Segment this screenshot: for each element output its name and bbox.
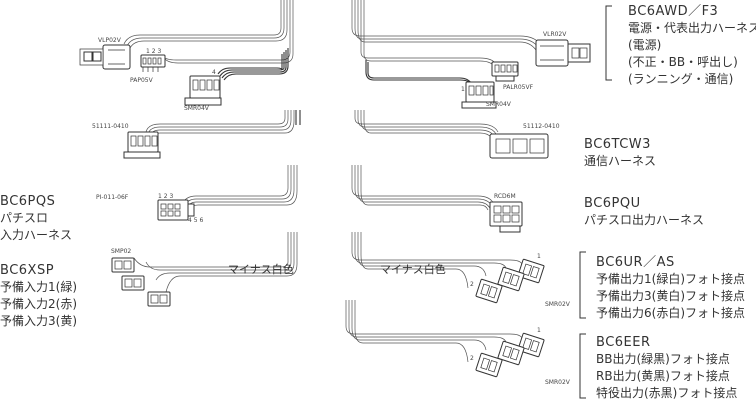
harness-eer-title: BC6EER [596, 335, 651, 350]
connector-smp02-2 [121, 275, 145, 291]
harness-pqs-line-2: 入力ハーネス [0, 228, 73, 242]
harness-eer-wires [345, 300, 523, 363]
connector-smr02v-eer-3 [475, 352, 503, 378]
harness-uras-line-2: 予備出力3(黄白)フォト接点 [596, 289, 745, 303]
connector-vlp02v [79, 44, 131, 70]
label-pap05v: PAP05V [130, 77, 154, 84]
connector-51111-0410 [123, 131, 161, 159]
bracket-uras [579, 251, 586, 319]
harness-xsp-wires [133, 232, 298, 293]
harness-awd-line-2: (電源) [628, 38, 662, 52]
label-pi-011-06f: PI-011-06F [96, 194, 129, 201]
pin-mark-smr04v-right: 1 [461, 86, 465, 93]
label-51111-0410: 51111-0410 [92, 123, 129, 130]
label-harness-awd: BC6AWD／F3 電源・代表出力ハーネス (電源) (不正・BB・呼出し) (… [628, 3, 756, 88]
harness-uras-line-3: 予備出力6(赤白)フォト接点 [596, 306, 745, 320]
label-palr05vf: PALR05VF [503, 84, 534, 91]
bracket-eer [579, 333, 586, 399]
harness-eer-line-2: RB出力(黄黒)フォト接点 [596, 369, 730, 383]
connector-smr02v-ur-2 [497, 266, 525, 292]
label-vlp02v: VLP02V [98, 37, 122, 44]
harness-pqs-wires [181, 165, 298, 211]
label-harness-pqu: BC6PQU パチスロ出力ハーネス [584, 195, 704, 229]
connector-pap05v [140, 54, 166, 72]
label-smr04v-right: SMR04V [486, 101, 512, 108]
label-rcd6m: RCD6M [494, 193, 516, 200]
label-harness-xsp: BC6XSP 予備入力1(緑) 予備入力2(赤) 予備入力3(黄) [0, 262, 77, 330]
label-minus-right: マイナス白色 [380, 262, 446, 276]
connector-smr02v-eer-2 [497, 340, 525, 366]
label-smp02: SMP02 [111, 248, 131, 255]
harness-uras-title: BC6UR／AS [596, 255, 675, 270]
pin-mark-pi-011-06f-bottom: 4 5 6 [188, 217, 203, 224]
harness-uras-wires [351, 232, 523, 289]
harness-awd-line-1: 電源・代表出力ハーネス [628, 21, 756, 35]
label-smr04v-left: SMR04V [184, 105, 210, 112]
connector-palr05vf [491, 61, 519, 82]
pin-mark-eer-two: 2 [470, 355, 474, 362]
harness-pqu-title: BC6PQU [584, 196, 641, 211]
harness-awd-right-wires [351, 0, 541, 87]
harness-awd-title: BC6AWD／F3 [628, 4, 719, 19]
harness-xsp-line-1: 予備入力1(緑) [0, 280, 77, 294]
harness-pqs-title: BC6PQS [0, 194, 56, 209]
harness-tcw3-line-1: 通信ハーネス [584, 154, 657, 168]
connector-smp02-3 [147, 291, 171, 307]
connector-pi-011-06f [157, 199, 195, 221]
pin-mark-pi-011-06f-top: 1 2 3 [158, 193, 173, 200]
connector-51112-0410 [489, 133, 549, 159]
label-harness-eer: BC6EER BB出力(緑黒)フォト接点 RB出力(黄黒)フォト接点 特役出力(… [596, 334, 737, 402]
bracket-awd [605, 5, 612, 81]
connector-smr04v-left [184, 75, 222, 106]
label-smr02v-ur: SMR02V [545, 301, 571, 308]
harness-tcw3-wires [145, 110, 499, 139]
harness-awd-left-wires [123, 0, 294, 81]
connector-smr02v-ur-3 [475, 278, 503, 304]
label-harness-pqs: BC6PQS パチスロ 入力ハーネス [0, 193, 72, 244]
label-harness-uras: BC6UR／AS 予備出力1(緑白)フォト接点 予備出力3(黄白)フォト接点 予… [596, 254, 745, 322]
connector-vlr02v [535, 39, 591, 67]
connector-smr02v-ur-1 [517, 258, 545, 284]
harness-uras-line-1: 予備出力1(緑白)フォト接点 [596, 272, 745, 286]
connector-rcd6m [489, 201, 523, 233]
connector-smr02v-eer-1 [517, 332, 545, 358]
pin-mark-eer-one: 1 [537, 327, 541, 334]
harness-pqs-line-1: パチスロ [0, 211, 49, 225]
pin-mark-smr04v-left: 4 [212, 69, 216, 76]
label-vlr02v: VLR02V [543, 31, 567, 38]
label-harness-tcw3: BC6TCW3 通信ハーネス [584, 136, 656, 170]
harness-pqu-wires [351, 165, 495, 211]
label-51112-0410: 51112-0410 [523, 123, 560, 130]
harness-xsp-line-2: 予備入力2(赤) [0, 297, 77, 311]
pin-mark-pap05v: 1 2 3 [146, 48, 161, 55]
harness-xsp-title: BC6XSP [0, 263, 55, 278]
harness-eer-line-3: 特役出力(赤黒)フォト接点 [596, 386, 738, 400]
harness-awd-line-4: (ランニング・通信) [628, 72, 734, 86]
harness-awd-line-3: (不正・BB・呼出し) [628, 55, 738, 69]
harness-pqu-line-1: パチスロ出力ハーネス [584, 213, 705, 227]
pin-mark-ur-two: 2 [470, 281, 474, 288]
connector-smp02-1 [111, 257, 135, 273]
harness-eer-line-1: BB出力(緑黒)フォト接点 [596, 352, 730, 366]
connector-smr04v-right [461, 81, 497, 109]
label-minus-left: マイナス白色 [228, 262, 294, 276]
harness-xsp-line-3: 予備入力3(黄) [0, 314, 77, 328]
pin-mark-ur-one: 1 [537, 253, 541, 260]
harness-tcw3-title: BC6TCW3 [584, 137, 651, 152]
label-smr02v-eer: SMR02V [545, 379, 571, 386]
